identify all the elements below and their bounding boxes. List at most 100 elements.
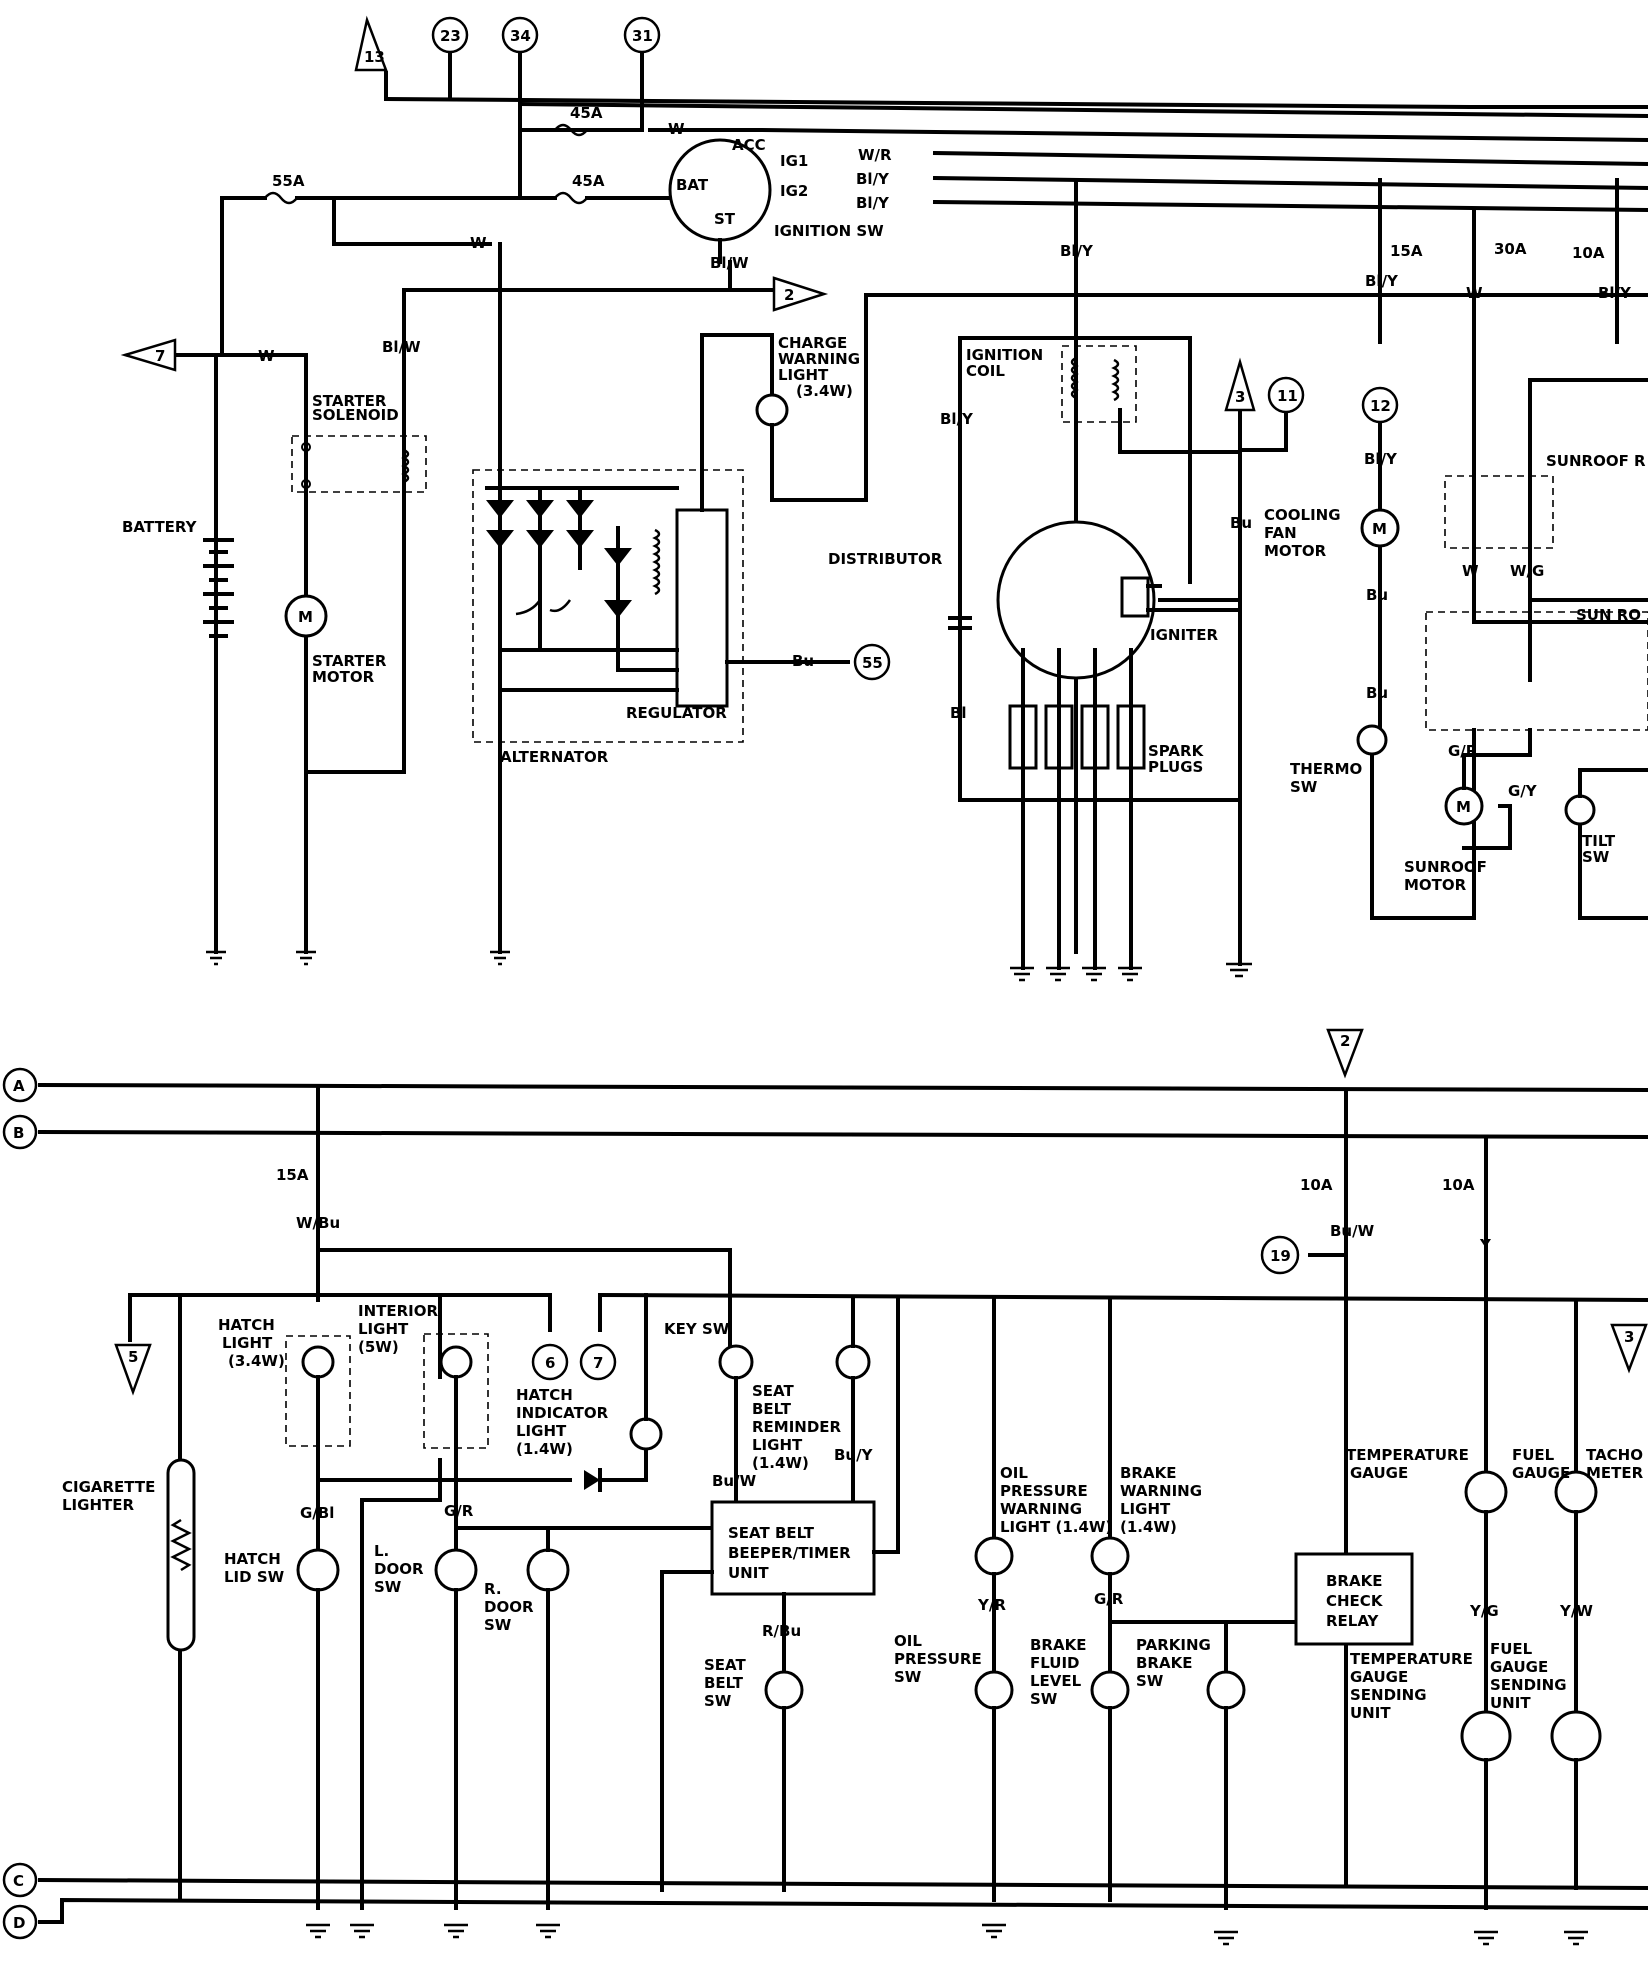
wire-rbu: R/Bu <box>762 1622 801 1640</box>
label-cooling-fan-3: MOTOR <box>1264 542 1327 560</box>
label-brake-light-1: BRAKE <box>1120 1464 1176 1482</box>
wire-w-r: W/R <box>858 146 892 164</box>
connector-31-label: 31 <box>632 27 653 45</box>
wire-w-2: W <box>1466 284 1483 302</box>
label-temp-unit-4: UNIT <box>1350 1704 1391 1722</box>
label-brake-relay-2: CHECK <box>1326 1592 1384 1610</box>
label-cooling-fan-1: COOLING <box>1264 506 1341 524</box>
label-seat-belt-reminder-3: REMINDER <box>752 1418 842 1436</box>
label-brake-relay-3: RELAY <box>1326 1612 1380 1630</box>
sunroof-motor-m: M <box>1456 798 1471 816</box>
label-seat-belt-reminder-1: SEAT <box>752 1382 794 1400</box>
label-sunroof-relay: SUNROOF R <box>1546 452 1646 470</box>
wire-bly-1: Bl/Y <box>856 170 890 188</box>
label-oil-sw-2: PRESSURE <box>894 1650 982 1668</box>
fuse-10a-bottom-2: 10A <box>1442 1176 1475 1194</box>
label-sunroof-motor-2: MOTOR <box>1404 876 1467 894</box>
wire-bly-7: Bl/Y <box>1598 284 1632 302</box>
label-igniter: IGNITER <box>1150 626 1219 644</box>
fuse-30a: 30A <box>1494 240 1527 258</box>
connector-6-label: 6 <box>545 1354 555 1372</box>
fuse-15a-top: 15A <box>1390 242 1423 260</box>
label-parking-brake-2: BRAKE <box>1136 1654 1192 1672</box>
label-hatch-light-1: HATCH <box>218 1316 275 1334</box>
fuse-45a-lower: 45A <box>572 172 605 190</box>
bus-d-circle <box>2 1904 38 1940</box>
label-brake-fluid-2: FLUID <box>1030 1654 1079 1672</box>
wire-bly-2: Bl/Y <box>856 194 890 212</box>
label-oil-light-2: PRESSURE <box>1000 1482 1088 1500</box>
label-parking-brake-1: PARKING <box>1136 1636 1211 1654</box>
fuse-55a: 55A <box>272 172 305 190</box>
label-cigarette-2: LIGHTER <box>62 1496 134 1514</box>
label-ignition-sw: IGNITION SW <box>774 222 884 240</box>
label-hatch-lid-1: HATCH <box>224 1550 281 1568</box>
top-connectors: 13 23 34 31 7 2 3 11 12 55 <box>120 15 1399 681</box>
connector-7-label-bottom: 7 <box>593 1354 603 1372</box>
wire-w-3: W <box>1462 562 1479 580</box>
label-seat-belt-unit-1: SEAT BELT <box>728 1524 815 1542</box>
bottom-connectors: A B C D 2 19 5 6 7 3 <box>2 1028 1648 1940</box>
top-labels: 55A 45A 45A W ACC IG1 IG2 BAT ST IGNITIO… <box>122 104 1646 894</box>
label-seat-belt-reminder-5: (1.4W) <box>752 1454 809 1472</box>
label-r-door-2: DOOR <box>484 1598 534 1616</box>
connector-2-triangle <box>772 276 829 312</box>
label-battery: BATTERY <box>122 518 198 536</box>
label-l-door-1: L. <box>374 1542 389 1560</box>
wire-bly-6: Bl/Y <box>1364 450 1398 468</box>
label-oil-light-3: WARNING <box>1000 1500 1082 1518</box>
fuse-10a-bottom-1: 10A <box>1300 1176 1333 1194</box>
label-hatch-indicator-4: (1.4W) <box>516 1440 573 1458</box>
label-fuel-unit-1: FUEL <box>1490 1640 1533 1658</box>
label-brake-fluid-4: SW <box>1030 1690 1058 1708</box>
label-seat-belt-unit-3: UNIT <box>728 1564 769 1582</box>
label-fuel-unit-3: SENDING <box>1490 1676 1567 1694</box>
label-r-door-3: SW <box>484 1616 512 1634</box>
bus-c-label: C <box>13 1872 24 1890</box>
label-starter-solenoid-2: SOLENOID <box>312 406 399 424</box>
label-cooling-fan-2: FAN <box>1264 524 1297 542</box>
connector-34-circle <box>501 16 539 54</box>
fuse-45a-upper: 45A <box>570 104 603 122</box>
wire-gr-3: G/R <box>1094 1590 1124 1608</box>
label-oil-sw-1: OIL <box>894 1632 922 1650</box>
label-tilt-2: SW <box>1582 848 1610 866</box>
wire-bu-1: Bu <box>1230 514 1252 532</box>
bus-c-circle <box>2 1862 38 1898</box>
label-interior-light-2: LIGHT <box>358 1320 409 1338</box>
label-interior-light-3: (5W) <box>358 1338 399 1356</box>
label-charge-2: WARNING <box>778 350 860 368</box>
label-hatch-indicator-3: LIGHT <box>516 1422 567 1440</box>
connector-11-circle <box>1267 376 1305 414</box>
label-brake-fluid-1: BRAKE <box>1030 1636 1086 1654</box>
label-charge-1: CHARGE <box>778 334 847 352</box>
label-hatch-indicator-2: INDICATOR <box>516 1404 609 1422</box>
label-seat-belt-reminder-4: LIGHT <box>752 1436 803 1454</box>
connector-2-triangle-bottom <box>1326 1028 1364 1079</box>
connector-7-label: 7 <box>155 347 165 365</box>
connector-19-circle <box>1260 1235 1300 1275</box>
label-distributor: DISTRIBUTOR <box>828 550 943 568</box>
label-brake-light-4: (1.4W) <box>1120 1518 1177 1536</box>
connector-23-label: 23 <box>440 27 461 45</box>
label-brake-light-2: WARNING <box>1120 1482 1202 1500</box>
label-interior-light-1: INTERIOR <box>358 1302 438 1320</box>
fuse-15a-bottom: 15A <box>276 1166 309 1184</box>
connector-55-circle <box>853 643 891 681</box>
label-temp-unit-3: SENDING <box>1350 1686 1427 1704</box>
label-fuel-gauge-2: GAUGE <box>1512 1464 1570 1482</box>
connector-19-label: 19 <box>1270 1247 1291 1265</box>
connector-2-label: 2 <box>784 286 794 304</box>
label-regulator: REGULATOR <box>626 704 727 722</box>
label-spark-plugs-2: PLUGS <box>1148 758 1203 776</box>
label-l-door-2: DOOR <box>374 1560 424 1578</box>
wire-gbl: G/Bl <box>300 1504 334 1522</box>
label-brake-fluid-3: LEVEL <box>1030 1672 1082 1690</box>
label-ig2: IG2 <box>780 182 808 200</box>
top-ground-symbols <box>206 950 1252 982</box>
bottom-ground-symbols <box>306 1923 1588 1946</box>
label-oil-light-1: OIL <box>1000 1464 1028 1482</box>
bottom-section <box>37 1082 1648 1946</box>
wire-yw: Y/W <box>1559 1602 1593 1620</box>
